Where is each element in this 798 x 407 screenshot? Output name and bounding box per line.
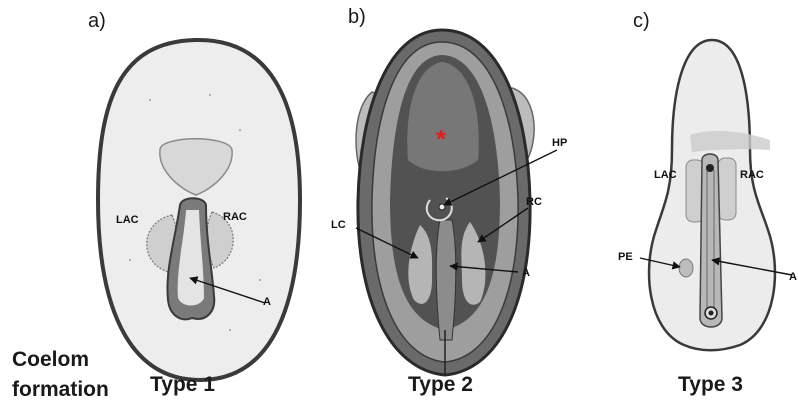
gut-tube	[436, 220, 456, 340]
panel-letter-a: a)	[88, 10, 106, 33]
side-label-line1: Coelom	[12, 345, 109, 375]
label-lac: LAC	[116, 214, 139, 226]
side-label: Coelom formation	[12, 345, 109, 405]
label-rc: RC	[526, 196, 542, 208]
label-rac: RAC	[223, 211, 247, 223]
label-a: A	[522, 267, 530, 279]
label-hp: HP	[552, 137, 567, 149]
panel-c-drawing: LAC RAC PE A	[618, 40, 797, 350]
label-a: A	[789, 271, 797, 283]
label-lac: LAC	[654, 169, 677, 181]
label-a: A	[263, 296, 271, 308]
panel-letter-b: b)	[348, 6, 366, 29]
type-label-2: Type 2	[408, 373, 473, 397]
side-label-line2: formation	[12, 375, 109, 405]
panel-letter-c: c)	[633, 10, 650, 33]
label-lc: LC	[331, 219, 346, 231]
pe-bump	[679, 259, 693, 277]
label-rac: RAC	[740, 169, 764, 181]
panel-b-drawing: * HP LC RC A	[331, 30, 567, 375]
anterior-pore	[706, 164, 714, 172]
right-coelom-pouch	[718, 158, 736, 220]
gut-tube	[700, 154, 722, 327]
type-label-3: Type 3	[678, 373, 743, 397]
red-star-icon: *	[436, 124, 447, 154]
label-pe: PE	[618, 251, 633, 263]
panel-a-drawing: LAC RAC A	[98, 40, 300, 380]
type-label-1: Type 1	[150, 373, 215, 397]
shading-band	[690, 131, 770, 152]
